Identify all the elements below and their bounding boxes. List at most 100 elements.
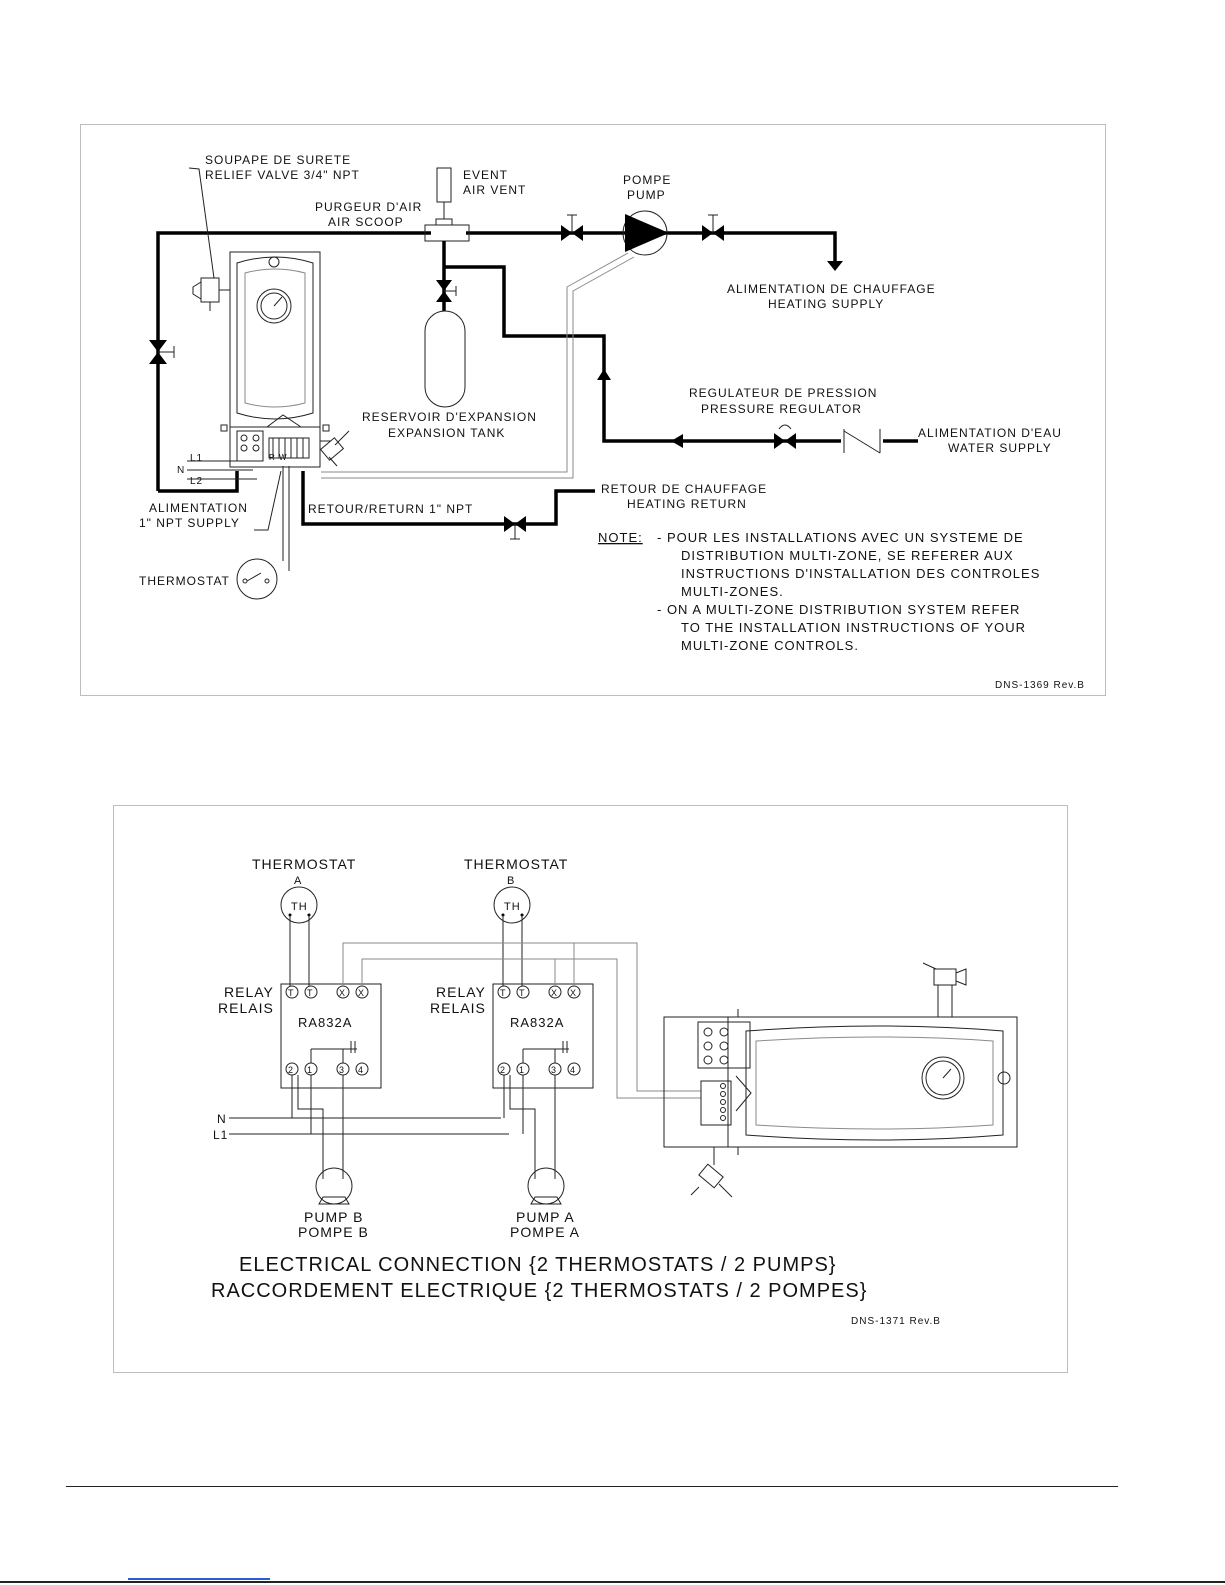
water-supply-label-en: WATER SUPPLY: [948, 441, 1052, 455]
power-label-l2: L2: [190, 476, 203, 487]
power-label-l1: L1: [190, 453, 203, 464]
heating-return-label-fr: RETOUR DE CHAUFFAGE: [601, 482, 767, 496]
heating-supply-label-en: HEATING SUPPLY: [768, 297, 884, 311]
note-line-7: MULTI-ZONE CONTROLS.: [681, 638, 859, 653]
relay-b-term-t2: T: [519, 988, 526, 998]
note-line-3: INSTRUCTIONS D'INSTALLATION DES CONTROLE…: [681, 566, 1040, 581]
thermostat-label: THERMOSTAT: [139, 574, 230, 588]
thermostat-a-symbol: [280, 886, 318, 924]
relief-valve-symbol: [192, 277, 230, 311]
note-line-1: - POUR LES INSTALLATIONS AVEC UN SYSTEME…: [657, 530, 1024, 545]
return-valve: [504, 516, 526, 540]
air-scoop-symbol: [424, 224, 470, 242]
relay-b-term-x2: X: [570, 988, 577, 998]
pump-a-label-en: PUMP A: [516, 1209, 575, 1225]
relay-a-term-t1: T: [288, 988, 295, 998]
return-line-label: RETOUR/RETURN 1" NPT: [308, 502, 473, 516]
check-valve-symbol: [841, 429, 883, 454]
pressure-regulator-label-fr: REGULATEUR DE PRESSION: [689, 386, 877, 400]
relay-b-term-2: 2: [500, 1065, 506, 1075]
relay-a: [280, 983, 382, 1089]
relay-b-term-4: 4: [570, 1065, 576, 1075]
plumbing-diagram: R W SOUPAPE DE SURETE RELIEF VALVE 3/4" …: [139, 153, 1085, 691]
footer-link-underline[interactable]: [128, 1578, 270, 1580]
pump-a-symbol: [527, 1167, 565, 1205]
relay-a-term-x2: X: [358, 988, 365, 998]
thermostat-b-symbol: [493, 886, 531, 924]
supply-pipe-bottom: [158, 471, 239, 493]
air-scoop-label-en: AIR SCOOP: [328, 215, 404, 229]
power-label-l1: L1: [213, 1128, 228, 1142]
pump-b-label-en: PUMP B: [304, 1209, 363, 1225]
electrical-diagram-panel: THERMOSTAT A TH THERMOSTAT B TH T T X X …: [113, 805, 1068, 1373]
relay-x-bus-1: [342, 942, 701, 1092]
note-label: NOTE:: [598, 530, 643, 545]
note-line-5: - ON A MULTI-ZONE DISTRIBUTION SYSTEM RE…: [657, 602, 1020, 617]
relief-valve-leader: [188, 167, 215, 279]
note-line-6: TO THE INSTALLATION INSTRUCTIONS OF YOUR: [681, 620, 1026, 635]
water-supply-label-fr: ALIMENTATION D'EAU: [918, 426, 1062, 440]
relay-a-model: RA832A: [298, 1015, 352, 1030]
expansion-tank-label-fr: RESERVOIR D'EXPANSION: [362, 410, 537, 424]
pump-b-label-fr: POMPE B: [298, 1224, 369, 1240]
relief-valve-label-fr: SOUPAPE DE SURETE: [205, 153, 351, 167]
relay-b-term-3: 3: [551, 1065, 557, 1075]
drawing-number-1: DNS-1369 Rev.B: [995, 680, 1085, 691]
drain-valve-symbol-2: [690, 1147, 733, 1198]
electrical-title-en: ELECTRICAL CONNECTION {2 THERMOSTATS / 2…: [239, 1254, 836, 1276]
relay-b-label-en: RELAY: [436, 984, 486, 1000]
pump-label-fr: POMPE: [623, 173, 671, 187]
relay-a-label-en: RELAY: [224, 984, 274, 1000]
supply-label-leader: [254, 470, 282, 531]
electrical-diagram: THERMOSTAT A TH THERMOSTAT B TH T T X X …: [211, 856, 1018, 1327]
power-label-n: N: [217, 1112, 227, 1126]
power-label-n: N: [177, 465, 185, 476]
drawing-number-2: DNS-1371 Rev.B: [851, 1316, 941, 1327]
relay-x-bus-2: [361, 958, 701, 1099]
relay-b: [492, 983, 594, 1089]
supply-pipe: [156, 231, 431, 491]
thermostat-b-th: TH: [504, 901, 521, 913]
thermostat-b-letter: B: [507, 875, 515, 887]
supply-line-label-en: 1" NPT SUPPLY: [139, 516, 240, 530]
cold-fill-pipe: [444, 265, 918, 443]
pressure-regulator-label-en: PRESSURE REGULATOR: [701, 402, 862, 416]
expansion-tank-label-en: EXPANSION TANK: [388, 426, 505, 440]
thermostat-symbol: [236, 466, 290, 600]
relay-a-term-3: 3: [339, 1065, 345, 1075]
supply-pipe-main: [466, 231, 837, 263]
relay-a-term-4: 4: [358, 1065, 364, 1075]
heating-supply-arrow: [827, 261, 843, 271]
boiler-unit: [220, 251, 330, 468]
relay-b-term-x1: X: [551, 988, 558, 998]
pump-b-symbol: [315, 1167, 353, 1205]
pump-wire-a: [321, 252, 629, 473]
relay-b-term-t1: T: [500, 988, 507, 998]
supply-line-label-fr: ALIMENTATION: [149, 501, 248, 515]
expansion-valve: [436, 280, 457, 302]
relay-a-term-t2: T: [307, 988, 314, 998]
drain-valve-symbol: [319, 430, 350, 467]
thermostat-a-label: THERMOSTAT: [252, 856, 356, 872]
pump-outlet-valve: [702, 214, 724, 241]
pump-inlet-valve: [561, 214, 583, 241]
heating-return-label-en: HEATING RETURN: [627, 497, 747, 511]
relay-a-term-x1: X: [339, 988, 346, 998]
terminal-rw-label: R W: [269, 453, 288, 462]
air-vent-label-fr: EVENT: [463, 168, 508, 182]
plumbing-diagram-panel: R W SOUPAPE DE SURETE RELIEF VALVE 3/4" …: [80, 124, 1106, 696]
relay-b-term-1: 1: [519, 1065, 525, 1075]
relay-a-term-1: 1: [307, 1065, 313, 1075]
pressure-regulator-symbol: [774, 424, 796, 449]
footer-rule: [66, 1486, 1118, 1487]
pump-label-en: PUMP: [627, 188, 666, 202]
air-scoop-label-fr: PURGEUR D'AIR: [315, 200, 422, 214]
relay-a-term-2: 2: [288, 1065, 294, 1075]
pump-wire-b: [321, 256, 635, 479]
flow-arrow-left: [671, 434, 683, 448]
pump-a-label-fr: POMPE A: [510, 1224, 580, 1240]
boiler-unit-horizontal: [663, 1009, 1018, 1155]
relay-b-label-fr: RELAIS: [430, 1000, 486, 1016]
relief-valve-label-en: RELIEF VALVE 3/4" NPT: [205, 168, 360, 182]
electrical-title-fr: RACCORDEMENT ELECTRIQUE {2 THERMOSTATS /…: [211, 1280, 867, 1302]
